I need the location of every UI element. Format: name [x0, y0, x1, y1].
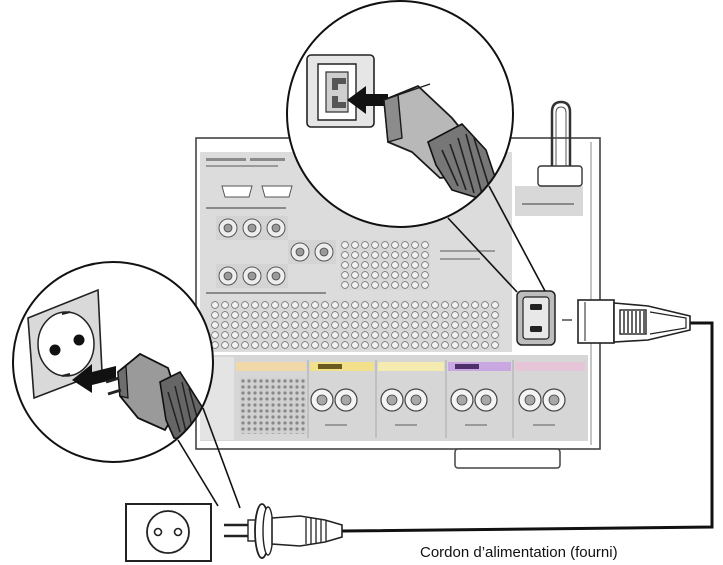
schuko-plug-face — [117, 364, 129, 399]
grip-rib — [449, 143, 467, 191]
color-band-light-yellow — [378, 362, 444, 371]
callout-line-left — [177, 439, 219, 507]
earth-clip — [61, 373, 71, 377]
terminal-core — [480, 394, 492, 406]
small-jack-grid — [360, 300, 500, 350]
callout-line-left — [202, 407, 241, 509]
antenna-connector — [537, 165, 583, 187]
iec-plug-boot — [649, 311, 687, 335]
callout-line-top — [488, 185, 546, 292]
magnifier-wall-socket-detail — [12, 261, 214, 463]
panel-label-mark — [440, 250, 495, 252]
plug-pin — [107, 388, 122, 396]
speaker-terminal-cores — [316, 394, 560, 406]
socket-hole — [49, 344, 61, 356]
iec-grip-ribs — [441, 133, 491, 195]
magnifier-content — [27, 288, 213, 462]
ac-inlet-slot — [530, 304, 542, 310]
panel-label-mark — [522, 203, 574, 205]
rca-jack-row — [216, 216, 288, 240]
color-band-pink — [515, 362, 585, 371]
power-cord-caption: Cordon d’alimentation (fourni) — [420, 544, 618, 561]
antenna-terminal-block — [515, 186, 583, 216]
terminal-core — [524, 394, 536, 406]
magnifier-circle-outline — [286, 0, 514, 228]
panel-label-mark — [206, 158, 246, 161]
iec-plug-ribs — [623, 311, 645, 333]
plug-body — [271, 515, 343, 547]
grip-rib — [473, 137, 491, 191]
binding-post-grid — [240, 378, 306, 434]
magnifier-circle-outline — [12, 261, 214, 463]
panel-label-mark — [440, 258, 480, 260]
iec-connector-face — [383, 94, 403, 143]
small-jack-grid — [340, 240, 430, 290]
grip-rib — [441, 149, 459, 187]
grip-rib — [465, 133, 483, 195]
band-label-mark — [318, 364, 342, 369]
insert-arrow-icon — [347, 86, 388, 114]
plug-pin — [105, 376, 120, 384]
insert-arrow-icon — [72, 364, 116, 393]
terminal-core — [340, 394, 352, 406]
hdmi-port — [261, 185, 293, 198]
magnifier-content — [306, 54, 513, 227]
socket-recess — [37, 311, 95, 377]
iec-connector-edge — [397, 83, 431, 96]
antenna-icon — [550, 100, 572, 172]
power-cord-cable — [341, 321, 714, 533]
color-band-violet — [448, 362, 511, 371]
terminal-label-mark — [465, 424, 487, 426]
ac-inlet-face — [522, 296, 550, 340]
grip-rib — [174, 385, 188, 437]
terminal-label-mark — [395, 424, 417, 426]
ac-inlet-slot — [530, 326, 542, 332]
terminal-core — [316, 394, 328, 406]
panel-label-mark — [206, 292, 326, 294]
hdmi-port — [221, 185, 253, 198]
band-label-mark — [455, 364, 479, 369]
wall-outlet — [125, 503, 212, 562]
earth-clip — [61, 311, 71, 315]
terminal-label-mark — [533, 424, 555, 426]
terminal-core — [386, 394, 398, 406]
ac-inlet — [516, 290, 556, 346]
inlet-pin — [332, 96, 346, 108]
terminal-core — [410, 394, 422, 406]
callout-line-top — [447, 217, 518, 293]
schuko-plug-side-view — [224, 503, 343, 559]
panel-label-mark — [206, 165, 278, 167]
panel-label-mark — [250, 158, 285, 161]
grip-rib — [457, 137, 475, 194]
rca-jack-row — [288, 240, 336, 264]
iec-plug-face — [577, 299, 615, 344]
color-band-tan — [236, 362, 306, 371]
terminal-core — [456, 394, 468, 406]
small-jack-grid — [210, 300, 360, 350]
iec-plug-connected — [577, 299, 691, 344]
terminal-core — [548, 394, 560, 406]
plug-grip-ribs — [305, 518, 327, 544]
grip-rib — [167, 391, 181, 433]
wall-outlet-hole — [153, 527, 163, 537]
wall-outlet-hole — [173, 527, 183, 537]
rca-jack-row — [216, 264, 288, 288]
magnifier-inlet-detail — [286, 0, 514, 228]
panel-label-mark — [206, 207, 286, 209]
inlet-pin — [332, 78, 346, 90]
receiver-foot — [454, 448, 561, 469]
wall-outlet-socket — [146, 510, 190, 554]
antenna-inner-line — [555, 106, 567, 170]
terminal-label-mark — [325, 424, 347, 426]
socket-hole — [73, 334, 85, 346]
